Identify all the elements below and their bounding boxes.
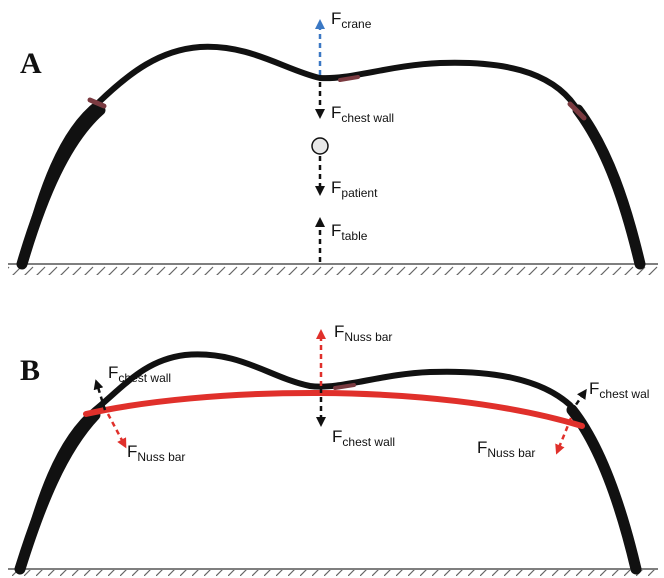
force-nuss-left-label: FNuss bar xyxy=(127,442,185,464)
force-nuss-center-label: FNuss bar xyxy=(334,322,392,344)
force-nuss-right-label: FNuss bar xyxy=(477,438,535,460)
force-chest-wall-label: Fchest wall xyxy=(331,103,394,125)
force-chest-wall-right-label: Fchest wal xyxy=(589,379,649,401)
force-nuss-right-arrow xyxy=(555,417,573,455)
panel-label-b: B xyxy=(20,354,40,387)
force-crane-label: Fcrane xyxy=(331,9,372,31)
panel-a: A Fcrane Fchest wall Fpatient Ftable xyxy=(8,9,658,275)
force-chest-wall-left-label: Fchest wall xyxy=(108,363,171,385)
patient-mass-point xyxy=(311,137,329,155)
force-table-label: Ftable xyxy=(331,221,368,243)
force-nuss-left-arrow xyxy=(106,413,127,449)
force-chest-wall-center-label: Fchest wall xyxy=(332,427,395,449)
ground-a xyxy=(8,263,658,275)
panel-b: B FNuss bar Fchest wall Fchest wall FNus… xyxy=(8,322,658,578)
nuss-bar xyxy=(83,389,585,429)
force-chest-wall-right-arrow xyxy=(569,388,587,413)
chest-wall-b xyxy=(14,351,642,575)
chest-wall-a xyxy=(16,43,646,270)
force-chest-wall-left-arrow xyxy=(93,379,107,411)
force-patient-label: Fpatient xyxy=(331,178,378,200)
panel-label-a: A xyxy=(20,47,42,80)
ground-b xyxy=(8,568,658,578)
